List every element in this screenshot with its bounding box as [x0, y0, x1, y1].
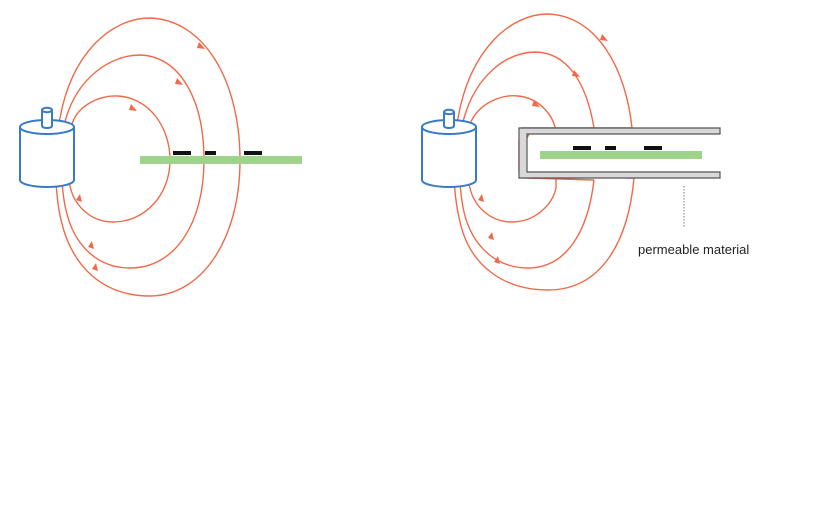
- arrow-icon: [88, 241, 94, 249]
- arrow-icon: [129, 104, 137, 111]
- component-3: [644, 146, 662, 150]
- component-3: [244, 151, 262, 155]
- u-shaped-shield: [518, 127, 721, 179]
- arrow-icon: [175, 78, 183, 85]
- cylinder-magnet-icon: [19, 106, 75, 188]
- components: [573, 146, 662, 150]
- field-arrows: [478, 34, 608, 264]
- arrow-icon: [92, 263, 98, 271]
- component-1: [173, 151, 191, 155]
- field-line-inner: [469, 95, 557, 223]
- unshielded-diagram: [19, 17, 302, 297]
- arrow-icon: [532, 100, 540, 107]
- field-line-absorbed: [525, 131, 557, 188]
- component-1: [573, 146, 591, 150]
- circuit-board: [140, 156, 302, 164]
- components: [173, 151, 262, 155]
- arrow-icon: [76, 194, 82, 202]
- shielded-diagram: [421, 13, 721, 291]
- field-arrows: [76, 42, 205, 271]
- field-line-middle: [463, 51, 595, 269]
- permeable-material-label: permeable material: [638, 242, 750, 257]
- arrow-icon: [572, 70, 580, 77]
- arrow-icon: [494, 256, 500, 264]
- shield-body: [518, 127, 721, 179]
- arrow-icon: [600, 34, 608, 41]
- component-2: [205, 151, 216, 155]
- field-line-outer: [457, 13, 635, 291]
- component-2: [605, 146, 616, 150]
- cylinder-magnet-icon: [421, 108, 477, 188]
- arrow-icon: [478, 194, 484, 202]
- circuit-board: [540, 151, 702, 159]
- arrow-icon: [197, 42, 205, 49]
- arrow-icon: [488, 232, 494, 240]
